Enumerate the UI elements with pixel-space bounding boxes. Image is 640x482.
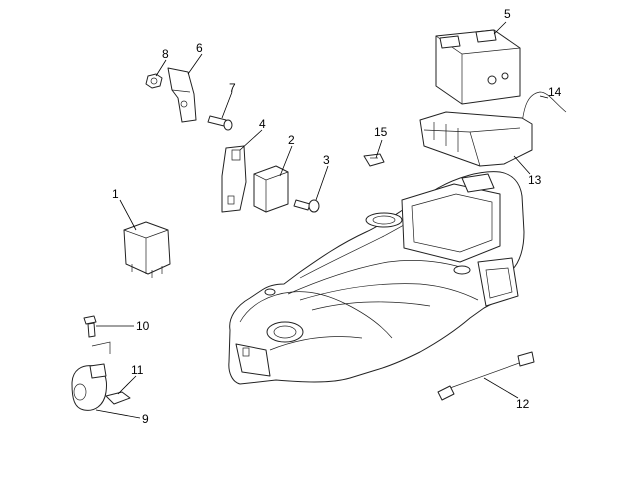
label-3: 3 [323, 153, 330, 167]
label-6: 6 [196, 41, 203, 55]
relay-1 [123, 221, 171, 278]
label-7: 7 [229, 81, 236, 95]
cable-12 [437, 351, 535, 401]
battery [435, 29, 521, 105]
relay-2 [253, 165, 289, 213]
callout-labels: 1 2 3 4 5 6 7 8 9 10 11 12 13 14 15 [112, 7, 562, 426]
label-10: 10 [136, 319, 150, 333]
label-8: 8 [162, 47, 169, 61]
screw-3 [293, 199, 320, 213]
bolt-10 [83, 315, 97, 338]
horn [71, 341, 111, 411]
label-15: 15 [374, 125, 388, 139]
label-11: 11 [131, 363, 144, 377]
leader-lines [95, 21, 549, 419]
label-12: 12 [516, 397, 530, 411]
clip-11 [105, 391, 131, 405]
nut [145, 73, 163, 89]
clip [363, 153, 385, 167]
battery-tray [419, 111, 533, 167]
label-14: 14 [548, 85, 562, 99]
label-2: 2 [288, 133, 295, 147]
label-1: 1 [112, 187, 119, 201]
breather-pipe [521, 91, 567, 125]
label-9: 9 [142, 412, 149, 426]
label-4: 4 [259, 117, 266, 131]
bracket [167, 67, 197, 123]
label-13: 13 [528, 173, 542, 187]
label-5: 5 [504, 7, 511, 21]
screw-7 [207, 115, 233, 131]
underseat-compartment [228, 171, 525, 385]
relay-bracket [221, 145, 247, 213]
